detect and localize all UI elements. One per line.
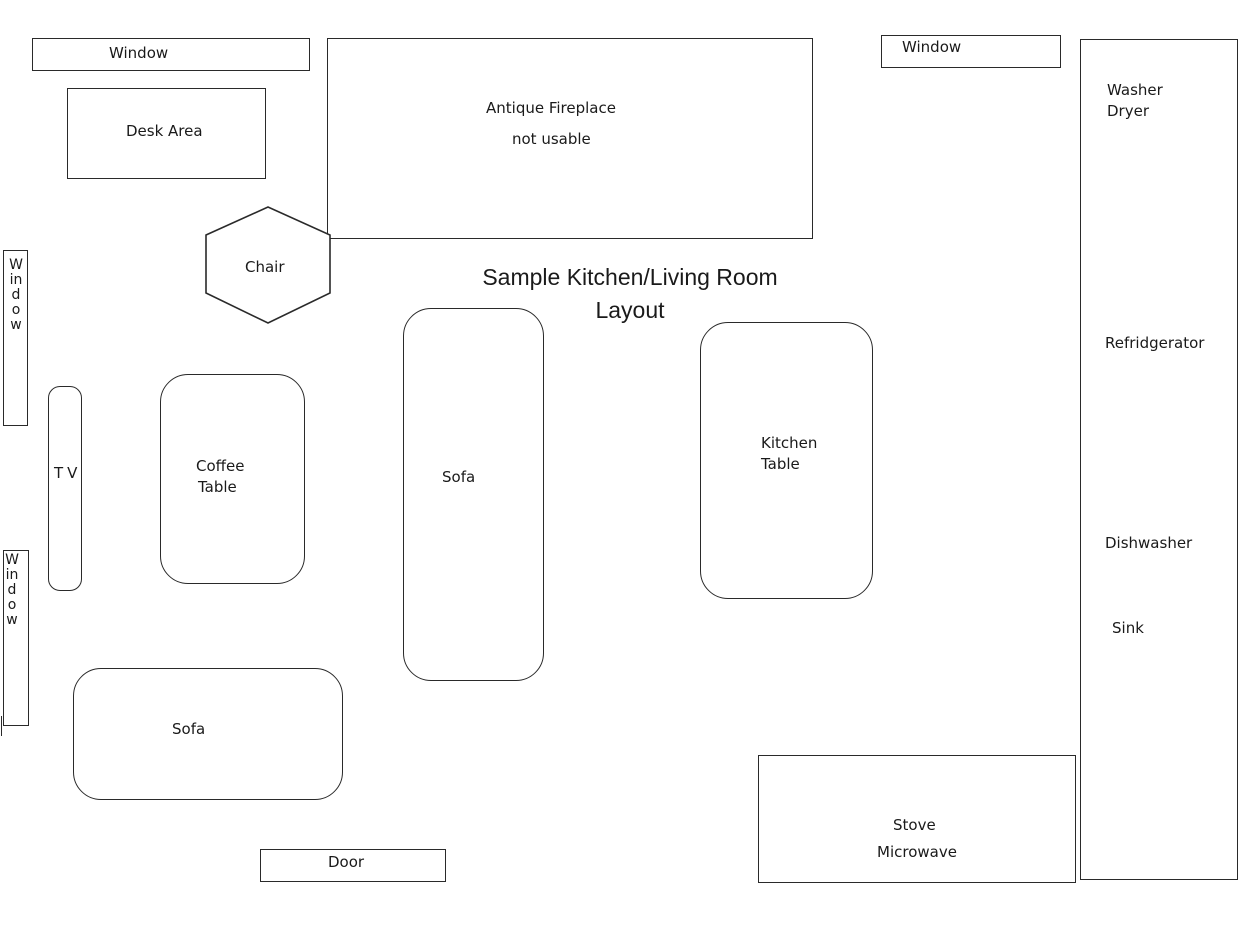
- window-left-upper: [3, 250, 28, 426]
- refrigerator-label: Refridgerator: [1105, 334, 1205, 352]
- kitchen-table: [700, 322, 873, 599]
- coffee-table: [160, 374, 305, 584]
- sink-label: Sink: [1112, 619, 1144, 637]
- stove-label: Stove: [893, 816, 936, 834]
- dishwasher-label: Dishwasher: [1105, 534, 1193, 552]
- sofa-center: [403, 308, 544, 681]
- window-top-left: [32, 38, 310, 71]
- coffee-table-label-line-2: Table: [198, 478, 237, 496]
- sofa-bottom-label: Sofa: [172, 720, 206, 738]
- dryer-label: Dryer: [1107, 102, 1149, 120]
- desk-area: [67, 88, 266, 179]
- fireplace-label-line-1: Antique Fireplace: [486, 99, 616, 117]
- door-label: Door: [328, 853, 365, 871]
- appliance-column: [1080, 39, 1238, 880]
- chair: [205, 206, 331, 324]
- stove-microwave: [758, 755, 1076, 883]
- diagram-title: Sample Kitchen/Living Room Layout: [450, 261, 810, 327]
- kitchen-table-label-line-2: Table: [761, 455, 800, 473]
- window-top-left-label: Window: [109, 44, 169, 62]
- fireplace: [327, 38, 813, 239]
- tv: [48, 386, 82, 591]
- desk-area-label: Desk Area: [126, 122, 203, 140]
- diagram-title-line-1: Sample Kitchen/Living Room: [482, 264, 778, 290]
- chair-label: Chair: [245, 258, 285, 276]
- window-top-right: [881, 35, 1061, 68]
- microwave-label: Microwave: [877, 843, 957, 861]
- coffee-table-label-line-1: Coffee: [196, 457, 245, 475]
- sofa-center-label: Sofa: [442, 468, 476, 486]
- window-top-right-label: Window: [902, 38, 962, 56]
- washer-label: Washer: [1107, 81, 1163, 99]
- fireplace-label-line-2: not usable: [512, 130, 591, 148]
- door: [260, 849, 446, 882]
- wall-stub-left: [1, 716, 3, 736]
- diagram-title-line-2: Layout: [595, 297, 665, 323]
- window-left-lower-label: Window: [5, 552, 19, 628]
- window-left-upper-label: Window: [9, 257, 23, 333]
- window-left-lower: [3, 550, 29, 726]
- kitchen-table-label-line-1: Kitchen: [761, 434, 818, 452]
- tv-label: TV: [54, 464, 82, 482]
- sofa-bottom: [73, 668, 343, 800]
